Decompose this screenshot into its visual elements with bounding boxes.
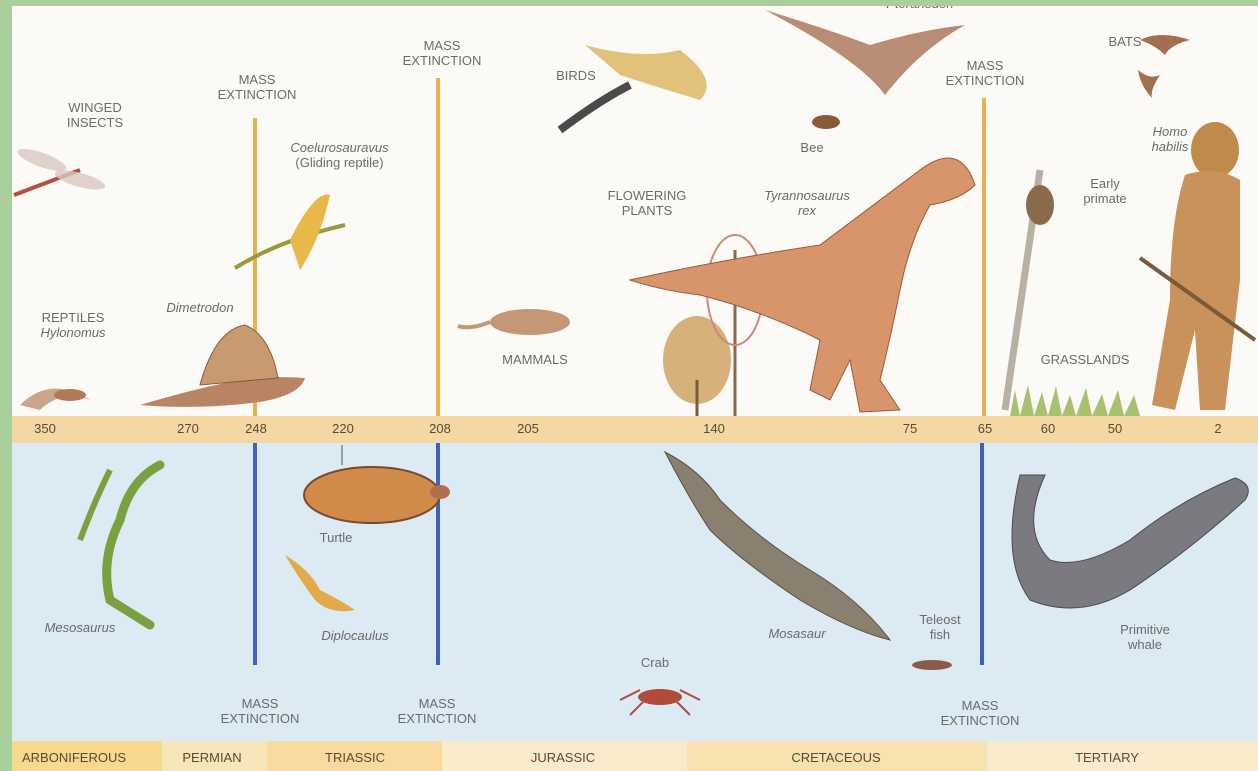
period-triassic: TRIASSIC: [325, 750, 385, 765]
early-primate-icon: [1005, 170, 1054, 410]
time-65: 65: [978, 421, 992, 436]
time-60: 60: [1041, 421, 1055, 436]
label-dimetrodon: Dimetrodon: [155, 300, 245, 315]
time-75: 75: [903, 421, 917, 436]
period-jurassic: JURASSIC: [531, 750, 595, 765]
time-140: 140: [703, 421, 725, 436]
label-grasslands: GRASSLANDS: [1030, 352, 1140, 367]
gliding-reptile-icon: [235, 195, 345, 270]
time-270: 270: [177, 421, 199, 436]
primitive-whale-icon: [1012, 475, 1248, 608]
period-carboniferous: ARBONIFEROUS: [22, 750, 126, 765]
bird-icon: [560, 45, 707, 130]
dimetrodon-icon: [140, 325, 305, 407]
bee-icon: [812, 115, 840, 129]
dragonfly-icon: [14, 145, 107, 195]
frame-top: [0, 0, 1258, 6]
time-248: 248: [245, 421, 267, 436]
time-50: 50: [1108, 421, 1122, 436]
time-205: 205: [517, 421, 539, 436]
label-diplocaulus: Diplocaulus: [300, 628, 410, 643]
hylonomus-icon: [20, 389, 90, 410]
time-220: 220: [332, 421, 354, 436]
label-crab: Crab: [625, 655, 685, 670]
period-tertiary: TERTIARY: [1075, 750, 1139, 765]
label-mammals: MAMMALS: [480, 352, 590, 367]
period-cretaceous: CRETACEOUS: [791, 750, 880, 765]
label-bee: Bee: [792, 140, 832, 155]
frame-left: [0, 0, 12, 771]
label-bats: BATS: [1095, 34, 1155, 49]
homo-habilis-icon: [1140, 122, 1255, 410]
grass-icon: [1010, 385, 1140, 416]
mosasaur-icon: [665, 452, 890, 640]
time-2: 2: [1214, 421, 1221, 436]
crab-icon: [620, 689, 700, 715]
mammal-icon: [458, 309, 570, 335]
teleost-fish-icon: [912, 660, 952, 670]
mesosaurus-icon: [80, 465, 160, 625]
time-350: 350: [34, 421, 56, 436]
label-birds: BIRDS: [546, 68, 606, 83]
period-permian: PERMIAN: [182, 750, 241, 765]
turtle-icon: [304, 445, 450, 523]
label-coelurosauravus: Coelurosauravus(Gliding reptile): [272, 140, 407, 170]
bat-small-icon: [1138, 70, 1160, 98]
label-mosasaur: Mosasaur: [742, 626, 852, 641]
time-208: 208: [429, 421, 451, 436]
diplocaulus-icon: [285, 555, 355, 611]
label-turtle: Turtle: [306, 530, 366, 545]
label-mesosaurus: Mesosaurus: [30, 620, 130, 635]
